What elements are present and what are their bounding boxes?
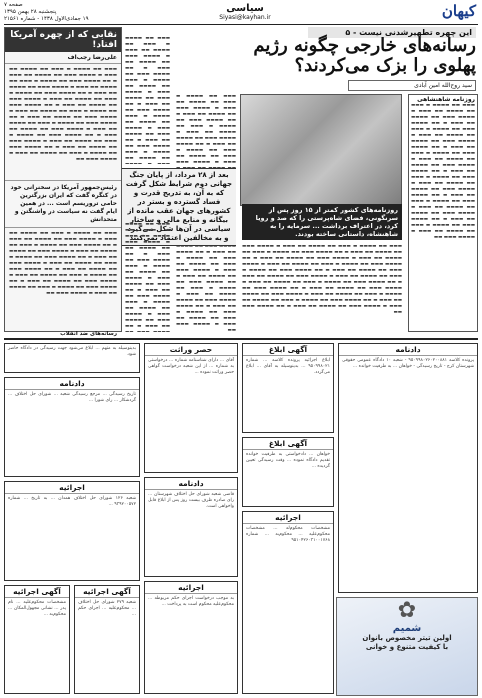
ad-5-title: حصر وراثت: [145, 344, 237, 356]
section-title: سیاسی: [226, 3, 264, 14]
filler-text: ▬▬▬ ▬▬ ▬▬▬▬ ▬ ▬▬▬ ▬▬ ▬▬▬▬ ▬▬ ▬▬▬ ▬ ▬▬▬▬ …: [411, 103, 475, 240]
ad-2: آگهی ابلاغ ابلاغ اجرائیه پرونده کلاسه ..…: [242, 343, 334, 433]
lead-photo: [240, 94, 402, 206]
page-number: صفحه ۷: [4, 2, 23, 8]
sidebar-body-bottom: ▬▬▬ ▬▬ ▬▬▬▬ ▬ ▬▬▬ ▬▬ ▬▬▬▬ ▬▬ ▬▬▬ ▬ ▬▬▬▬ …: [9, 231, 117, 296]
ad-2-body: ابلاغ اجرائیه پرونده کلاسه ... شماره ۹۵۰…: [246, 358, 330, 375]
lead-headline: رسانه‌های خارجی چگونه رژیم پهلوی را بزک …: [253, 35, 476, 76]
lead-pullquote: بعد از ۲۸ مرداد، از پایان جنگ جهانی دوم …: [122, 168, 236, 246]
lead-body-col4: ▬▬▬ ▬▬ ▬▬▬▬ ▬ ▬▬▬ ▬▬ ▬▬▬▬ ▬▬ ▬▬▬ ▬ ▬▬▬▬ …: [125, 222, 170, 332]
right-column: روزنامه شاهنشاهی ▬▬▬ ▬▬ ▬▬▬▬ ▬ ▬▬▬ ▬▬ ▬▬…: [408, 94, 478, 332]
ad-7-body: به موجب درخواست اجرای حکم مربوطه ... محک…: [148, 596, 234, 607]
lead-body-col1: ▬▬▬ ▬▬ ▬▬▬▬ ▬ ▬▬▬ ▬▬ ▬▬▬▬ ▬▬ ▬▬▬ ▬ ▬▬▬▬ …: [242, 244, 402, 315]
ad-10: اجرائیه شعبه ۱۲۶ شورای حل اختلاف همدان .…: [4, 481, 140, 581]
lead-kicker: این چهره تطهیرشدنی نیست - ۵: [308, 27, 476, 38]
ad-7: اجرائیه به موجب درخواست اجرای حکم مربوطه…: [144, 581, 238, 694]
section-email: Siyasi@kayhan.ir: [219, 14, 271, 21]
ad-9: دادنامه تاریخ رسیدگی ... مرجع رسیدگی شعب…: [4, 377, 140, 477]
ad-7-title: اجرائیه: [145, 582, 237, 594]
ad-10-title: اجرائیه: [5, 482, 139, 494]
ad-9-body: تاریخ رسیدگی ... مرجع رسیدگی شعبه ... شو…: [8, 392, 136, 403]
ad-5: حصر وراثت آقای ... دارای شناسنامه شماره …: [144, 343, 238, 473]
sidebar-footer: رسانه‌های ضد انقلاب: [60, 331, 117, 337]
sidebar-quote: رئیس‌جمهور آمریکا در سخنرانی خود در کنگر…: [5, 180, 121, 228]
ad-1-title: دادنامه: [339, 344, 477, 356]
sidebar-article: نقابی که از چهره آمریکا افتاد! علی‌رضا ر…: [4, 27, 122, 337]
ad-4: اجرائیه مشخصات محکوم‌له ... مشخصات محکوم…: [242, 511, 334, 694]
lead-photo-caption: روزنامه‌های کشور کمتر از ۱۵ روز پس از سر…: [242, 204, 402, 240]
ad-12-body: شعبه ۲۷۹ شورای حل اختلاف ... محکوم‌علیه …: [78, 600, 136, 617]
promo-line1: اولین تیتر مخصوص بانوان: [362, 634, 452, 642]
ad-9-title: دادنامه: [5, 378, 139, 390]
ad-1: دادنامه پرونده کلاسه ۹۵۰۹۹۸۰۲۶۰۲۰۰۸۸۱ - …: [338, 343, 478, 593]
ad-4-title: اجرائیه: [243, 512, 333, 524]
ad-11-body: مشخصات محکوم‌علیه ... نام پدر ... نشانی …: [8, 600, 66, 617]
right-column-item: روزنامه شاهنشاهی: [417, 96, 475, 103]
sidebar-body-top: ▬▬▬ ▬▬ ▬▬▬▬ ▬ ▬▬▬ ▬▬ ▬▬▬▬ ▬▬ ▬▬▬ ▬ ▬▬▬▬ …: [9, 67, 117, 162]
ad-11-title: آگهی اجرائیه: [5, 586, 69, 598]
ad-1-body: پرونده کلاسه ۹۵۰۹۹۸۰۲۶۰۲۰۰۸۸۱ - شعبه ۱۰ …: [342, 358, 474, 369]
sidebar-author: علی‌رضا رجب‌اف: [5, 52, 121, 64]
ad-10-body: شعبه ۱۲۶ شورای حل اختلاف همدان ... به تا…: [8, 496, 136, 507]
ad-6: دادنامه قاضی شعبه شورای حل اختلاف شهرستا…: [144, 477, 238, 577]
promo-brand: شمیم: [392, 623, 422, 634]
ad-4-body: مشخصات محکوم‌له ... مشخصات محکوم‌علیه ..…: [246, 526, 330, 543]
lead-body-col3: ▬▬▬ ▬▬ ▬▬▬▬ ▬ ▬▬▬ ▬▬ ▬▬▬▬ ▬▬ ▬▬▬ ▬ ▬▬▬▬ …: [125, 36, 170, 164]
ad-12: آگهی اجرائیه شعبه ۲۷۹ شورای حل اختلاف ..…: [74, 585, 140, 694]
issue-date: پنجشنبه ۲۸ بهمن ۱۳۹۵: [4, 9, 57, 15]
ad-6-body: قاضی شعبه شورای حل اختلاف شهرستان ... را…: [148, 492, 234, 509]
issue-number: ۱۹ جمادی‌الاول ۱۴۳۸ - شماره ۲۱۵۶۱: [4, 16, 89, 22]
ad-8: بدینوسیله به متهم ... ابلاغ می‌شود جهت ر…: [4, 343, 140, 373]
ad-3-body: خواهان ... دادخواستی به طرفیت خوانده تقد…: [246, 452, 330, 469]
masthead-rule: [4, 24, 478, 25]
ad-8-body: بدینوسیله به متهم ... ابلاغ می‌شود جهت ر…: [8, 346, 136, 357]
ads-separator: [4, 338, 478, 340]
promo-line2: با کیفیت متنوع و خوانی: [365, 643, 449, 651]
sidebar-title: نقابی که از چهره آمریکا افتاد!: [5, 28, 121, 52]
ad-11: آگهی اجرائیه مشخصات محکوم‌علیه ... نام پ…: [4, 585, 70, 694]
ad-5-body: آقای ... دارای شناسنامه شماره ... درخواس…: [148, 358, 234, 375]
lead-byline: سید روح‌الله امین آبادی: [348, 80, 476, 91]
ad-3-title: آگهی ابلاغ: [243, 438, 333, 450]
ad-2-title: آگهی ابلاغ: [243, 344, 333, 356]
flower-icon: ✿: [397, 598, 417, 623]
ad-6-title: دادنامه: [145, 478, 237, 490]
ad-12-title: آگهی اجرائیه: [75, 586, 139, 598]
page-info: صفحه ۷ پنجشنبه ۲۸ بهمن ۱۳۹۵ ۱۹ جمادی‌الا…: [4, 2, 134, 23]
kayhan-logo: کیهان: [441, 2, 476, 20]
promo-ad: ✿ شمیم اولین تیتر مخصوص بانوان با کیفیت …: [336, 597, 478, 696]
ad-3: آگهی ابلاغ خواهان ... دادخواستی به طرفیت…: [242, 437, 334, 507]
right-column-text: روزنامه شاهنشاهی ▬▬▬ ▬▬ ▬▬▬▬ ▬ ▬▬▬ ▬▬ ▬▬…: [409, 95, 477, 333]
